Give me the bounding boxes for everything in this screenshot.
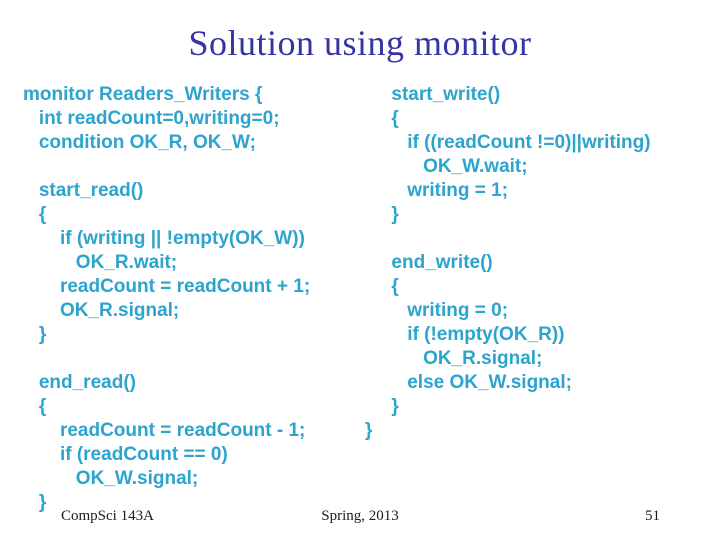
code-block-readers: monitor Readers_Writers { int readCount=… — [23, 84, 311, 513]
footer-course-label: CompSci 143A — [61, 508, 154, 524]
code-block-writers: start_write() { if ((readCount !=0)||wri… — [365, 84, 651, 441]
footer-term-label: Spring, 2013 — [321, 508, 399, 524]
footer-page-number: 51 — [645, 508, 660, 524]
page-title: Solution using monitor — [188, 23, 532, 63]
